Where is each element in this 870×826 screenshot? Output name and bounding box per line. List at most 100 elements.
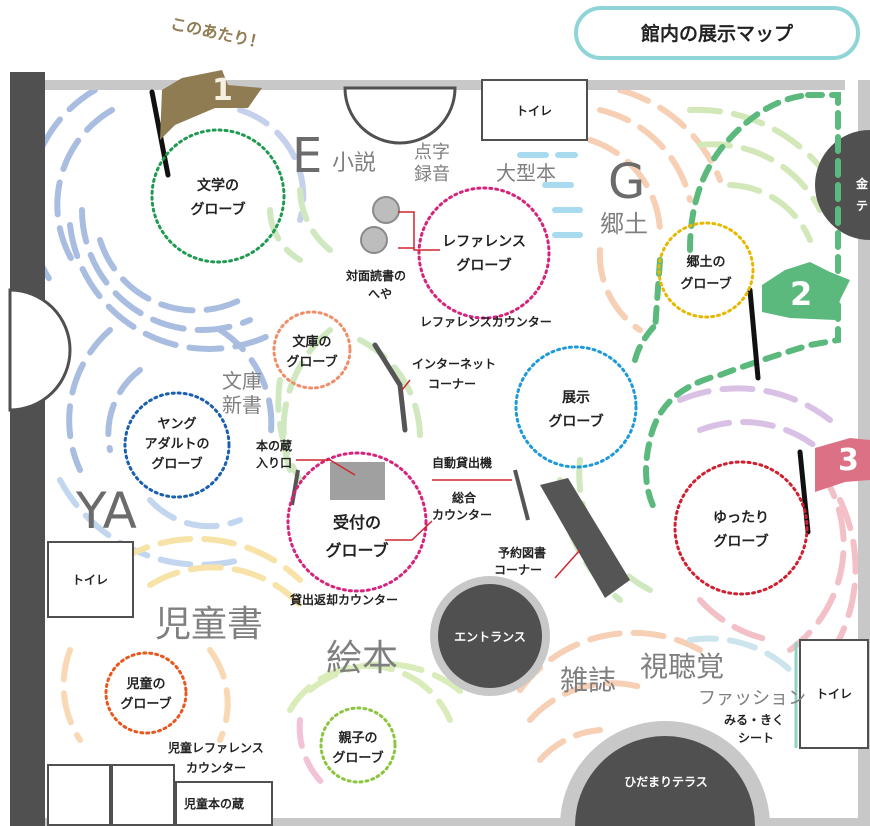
marker-3-label: 3 [838,443,859,478]
globe-yuttari-line2: グローブ [713,533,768,550]
storage-box-2 [111,764,175,826]
honkura-entrance-block [330,462,385,500]
entrance [438,584,542,688]
label-miru-line1: みる・きく [724,713,784,727]
globe-oyako-ring [319,706,397,784]
label-miru-line2: シート [738,731,774,745]
label-jido-ref-line2: カウンター [186,761,246,775]
left-door-alcove [8,288,72,412]
globe-bunko-line2: グローブ [286,354,337,370]
globe-uketsuke-line1: 受付の [333,513,381,532]
globes [104,128,809,784]
room-toilet-right [799,639,869,749]
label-jidokashidashi: 自動貸出機 [432,455,492,470]
label-yoyaku-line1: 予約図書 [498,545,546,560]
marker-1-label: 1 [212,73,233,108]
globe-oyako-line2: グローブ [332,750,383,766]
zone-ehon: 絵本 [326,638,398,679]
reading-seat-icon [372,196,400,224]
toilet-right-label: トイレ [816,687,852,701]
globe-bunko-ring [272,310,352,390]
globe-tenji-line1: 展示 [562,390,590,406]
zone-tenji-line2: 録音 [414,164,450,185]
globe-bunko-line1: 文庫の [292,334,331,350]
zone-bunko-line1: 文庫 [222,369,262,393]
jido-honkura-room [175,781,273,826]
leader-lines [296,211,581,579]
label-sogo-line1: 総合 [452,490,477,505]
zone-tenji-line1: 点字 [414,142,450,163]
zone-ogata: 大型本 [496,161,556,185]
globe-tenji-line2: グローブ [548,413,603,430]
globe-kyodo-line2: グローブ [680,276,731,292]
globe-jido-ring [104,651,188,735]
zone-e: E [292,128,322,184]
globe-young-ring [123,391,231,499]
globe-reference-ring [417,186,551,320]
globe-bungaku-line1: 文学の [197,177,239,194]
room-toilet-left [47,541,134,618]
zone-zasshi: 雑誌 [560,664,616,697]
globe-bungaku-ring [150,128,286,264]
hidamari-terrace [575,736,755,826]
globe-yuttari-line1: ゆったり [713,510,769,526]
globe-kyodo-ring [657,221,755,319]
label-yoyaku-line2: コーナー [494,563,542,577]
label-honkura-line2: 入り口 [256,456,292,470]
zone-g: G [608,154,645,210]
auto-lending-machine [513,469,530,521]
zone-shichokaku: 視聴覚 [640,650,724,683]
zone-fashion: ファッション [698,688,806,709]
kin-terrace [815,130,870,240]
kin-label-line1: 金 [855,176,869,191]
marker-1: 1 [149,70,262,178]
label-sogo-line2: カウンター [432,508,492,522]
map-title: 館内の展示マップ [641,22,794,45]
label-taimen-line1: 対面読書の [345,268,406,283]
marker-2: 2 [747,262,850,381]
zone-ya: YA [75,482,137,540]
globe-uketsuke-ring [286,451,428,593]
room-toilet-top [481,79,588,141]
globe-uketsuke-line2: グローブ [325,541,388,560]
label-jido-honkura: 児童本の蔵 [183,796,244,811]
kin-label-line2: テ [856,199,868,213]
globe-bungaku-line2: グローブ [190,201,245,218]
globe-oyako-line1: 親子の [338,730,377,746]
toilet-left-label: トイレ [72,573,108,587]
zone-jidosho: 児童書 [155,604,263,645]
entrance-label: エントランス [454,630,526,644]
globe-reference-line2: グローブ [456,257,511,274]
title-badge: 館内の展示マップ [574,6,860,60]
globe-jido-line1: 児童の [125,676,165,692]
label-honkura-line1: 本の蔵 [256,438,292,453]
globe-young-line1: ヤング [157,416,196,432]
globe-young-line2: アダルトの [144,436,209,452]
label-jido-ref-line1: 児童レファレンス [167,740,264,755]
label-internet-line2: コーナー [428,377,476,391]
zone-shosetsu: 小説 [332,151,376,176]
reading-seat-icon [360,226,388,254]
globe-kyodo-line1: 郷土の [686,254,725,270]
storage-box-1 [47,764,111,826]
top-door-alcove [343,86,457,145]
hidamari-label: ひだまりテラス [624,775,708,789]
zone-kyodo: 郷土 [600,210,648,238]
globe-jido-line2: グローブ [120,696,171,712]
label-ref-counter: レファレンスカウンター [420,315,552,329]
toilet-top-label: トイレ [516,104,552,118]
internet-corner-desk [372,342,408,433]
label-kashidashi-counter: 貸出返却カウンター [290,592,398,607]
marker-2-label: 2 [790,275,812,313]
label-taimen-line2: へや [368,287,392,301]
globe-young-line3: グローブ [151,456,202,472]
label-internet-line1: インターネット [412,357,496,371]
globe-tenji-ring [514,345,638,469]
zone-bunko-line2: 新書 [222,393,262,417]
globe-reference-line1: レファレンス [442,234,526,250]
globe-yuttari-ring [673,460,809,596]
yoyaku-shelf [540,478,630,598]
green-route-path [632,92,841,513]
annotation-konoatari: このあたり！ [169,14,267,53]
